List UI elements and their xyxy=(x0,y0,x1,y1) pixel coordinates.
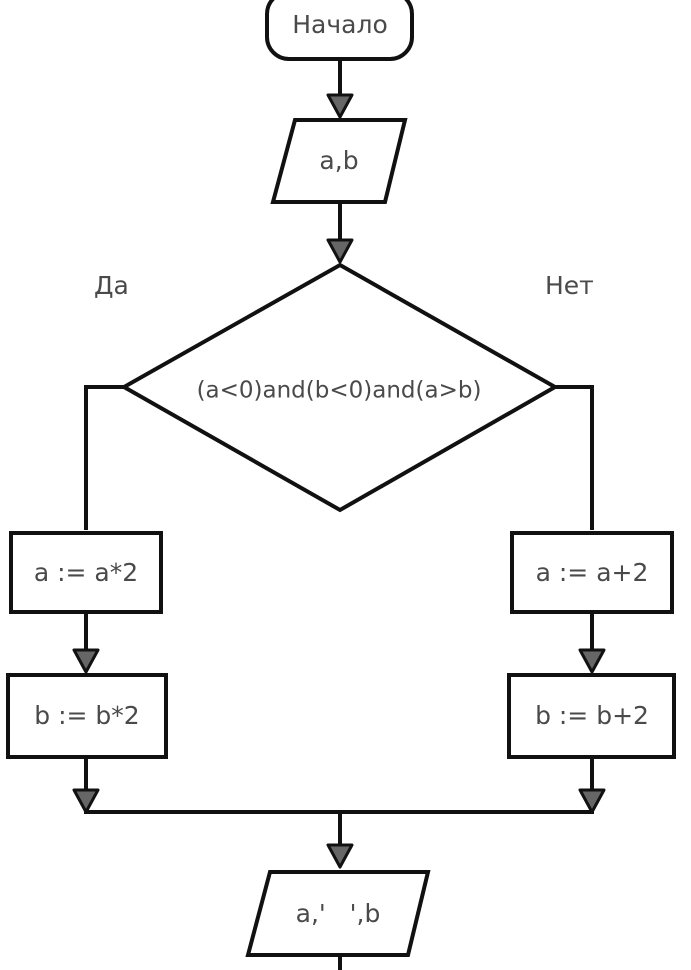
arrowhead-to-input xyxy=(326,93,354,119)
start-terminator: Начало xyxy=(265,0,414,61)
yes-step1-block: a := a*2 xyxy=(9,531,163,614)
output-label: a,' ',b xyxy=(296,899,381,928)
no-step2-block: b := b+2 xyxy=(507,673,676,759)
no-step1-label: a := a+2 xyxy=(536,558,649,587)
start-label: Начало xyxy=(292,10,387,39)
arrowhead-to-output xyxy=(326,843,354,869)
arrowheads xyxy=(72,93,606,869)
yes-step1-label: a := a*2 xyxy=(34,558,138,587)
condition-decision: (a<0)and(b<0)and(a>b) xyxy=(119,262,560,513)
arrowhead-no-merge xyxy=(578,788,606,814)
yes-branch-label: Да xyxy=(94,271,129,300)
no-step2-label: b := b+2 xyxy=(535,701,649,730)
arrowhead-to-condition xyxy=(326,238,354,264)
arrowhead-yes-step2 xyxy=(72,648,100,674)
arrowhead-yes-merge xyxy=(72,788,100,814)
condition-label: (a<0)and(b<0)and(a>b) xyxy=(197,378,482,404)
no-branch-label: Нет xyxy=(545,271,594,300)
input-label: a,b xyxy=(319,146,358,175)
input-block: a,b xyxy=(270,118,408,204)
yes-step2-label: b := b*2 xyxy=(34,701,139,730)
connector-lines xyxy=(84,60,594,970)
no-step1-block: a := a+2 xyxy=(510,531,674,614)
yes-step2-block: b := b*2 xyxy=(6,673,168,759)
output-block: a,' ',b xyxy=(245,870,431,957)
arrowhead-no-step2 xyxy=(578,648,606,674)
